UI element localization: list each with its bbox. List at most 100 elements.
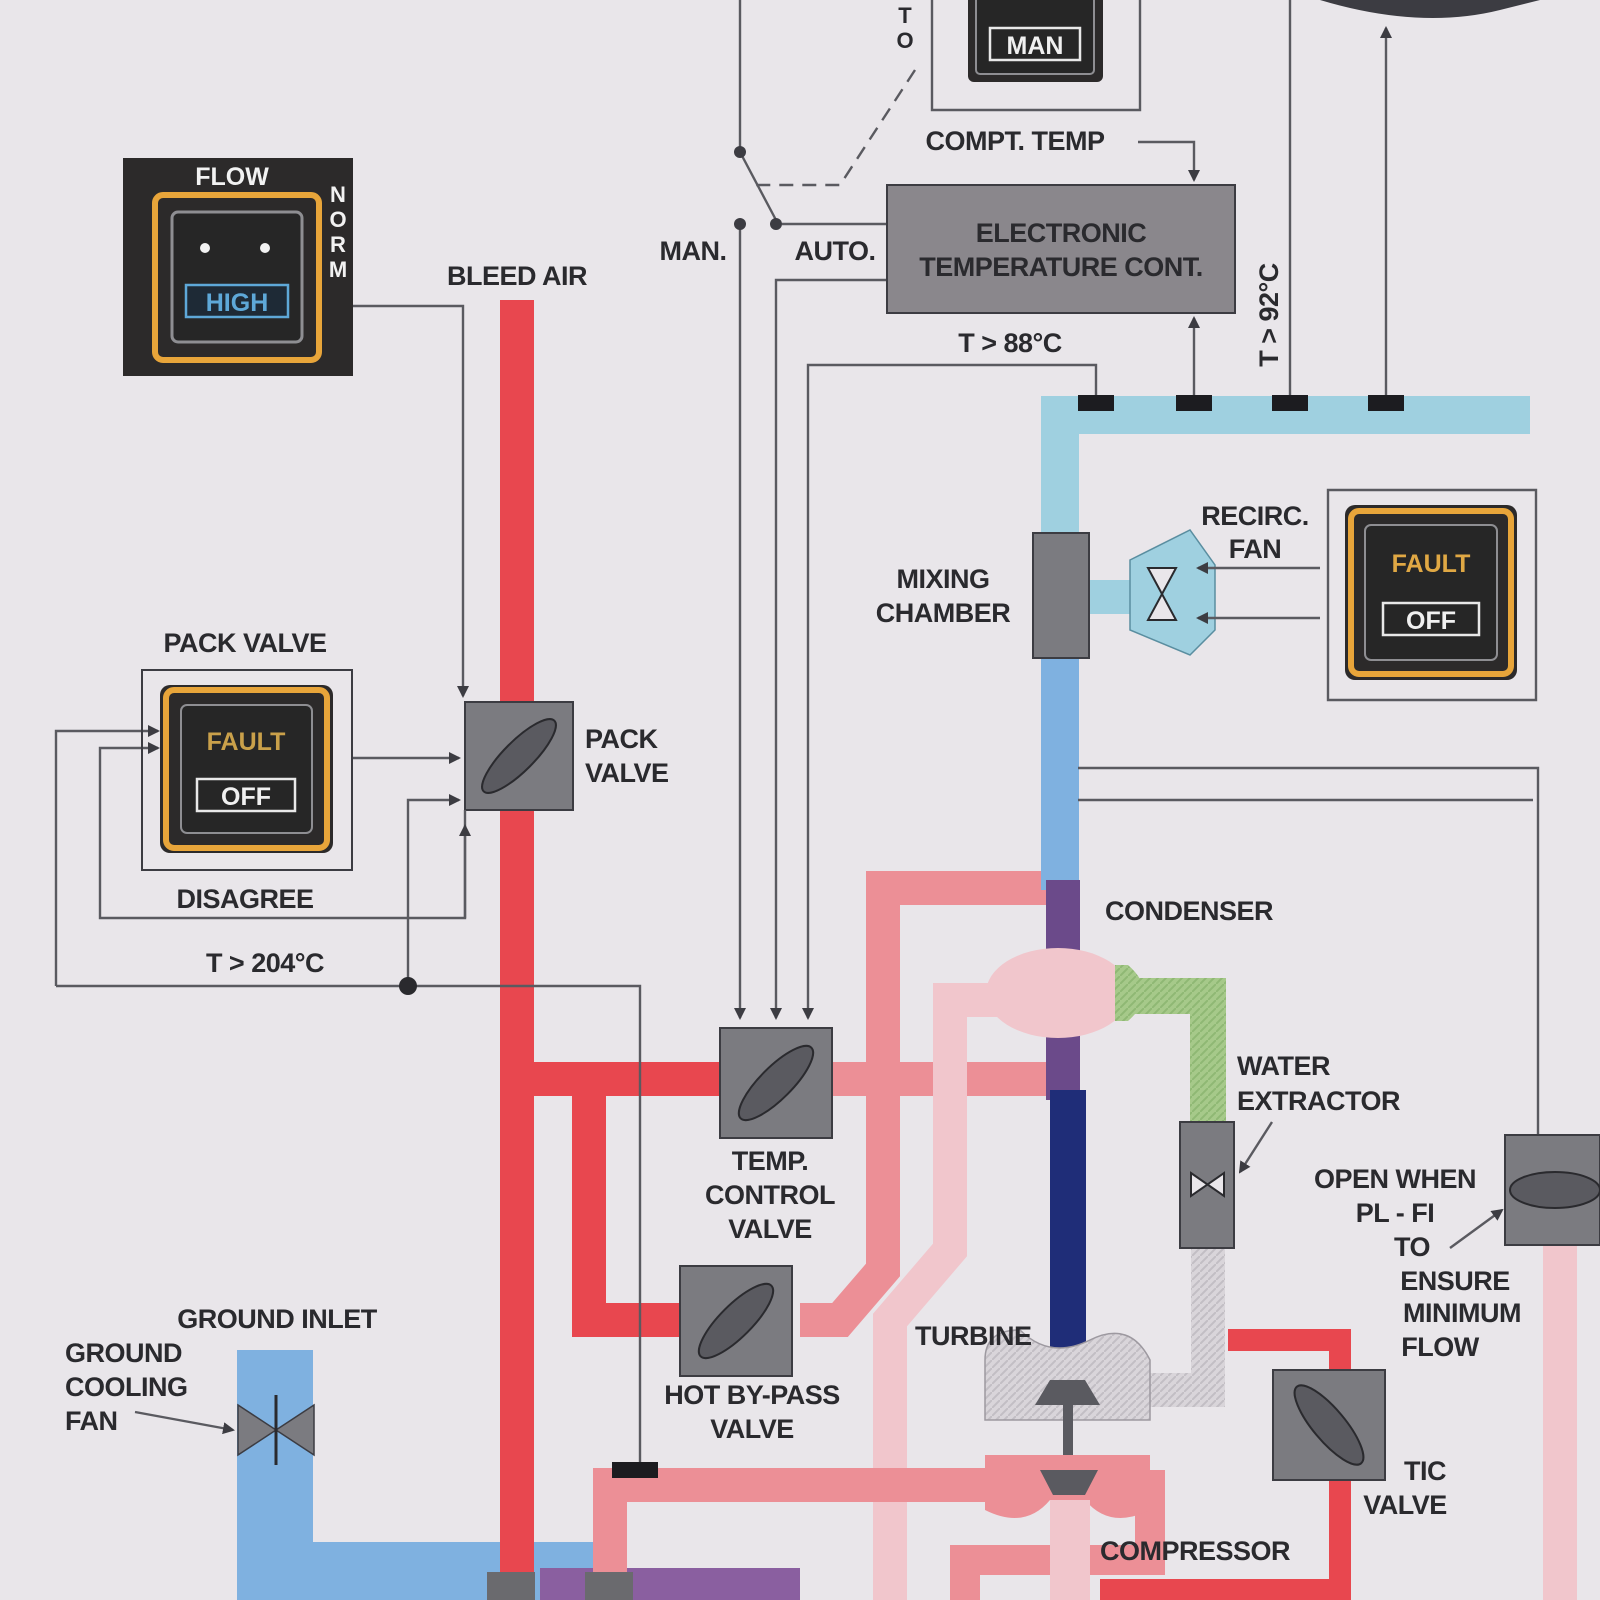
ground-inlet-label: GROUND INLET	[177, 1304, 378, 1334]
tcv-label-3: VALVE	[728, 1214, 812, 1244]
hbp-branch-duct	[572, 1079, 700, 1337]
hot-bypass-valve[interactable]	[679, 1265, 793, 1377]
electronic-temperature-controller: ELECTRONIC TEMPERATURE CONT.	[886, 184, 1236, 314]
flow-high-label: HIGH	[206, 289, 269, 317]
tic-valve-label-1: TIC	[1404, 1456, 1446, 1486]
temp-mode-man-label: MAN	[1007, 32, 1064, 60]
mixing-chamber-label-2: CHAMBER	[876, 598, 1011, 628]
turbine-label: TURBINE	[915, 1321, 1032, 1351]
turbine-return-duct	[1130, 1240, 1225, 1407]
t204-label: T > 204°C	[206, 948, 324, 978]
man-label: MAN.	[660, 236, 727, 266]
ground-cooling-fan-label-2: COOLING	[65, 1372, 188, 1402]
recirc-fault-light: FAULT	[1392, 550, 1471, 578]
sensor-t88	[1078, 395, 1114, 411]
t88-label: T > 88°C	[958, 328, 1062, 358]
open-when-label-6: FLOW	[1401, 1332, 1479, 1362]
ground-cooling-fan-label-1: GROUND	[65, 1338, 182, 1368]
open-when-label-4: ENSURE	[1400, 1266, 1510, 1296]
turbine-shaft	[1063, 1405, 1073, 1475]
auto-label: AUTO.	[794, 236, 875, 266]
etc-label-line1: ELECTRONIC	[976, 218, 1147, 248]
ground-cooling-fan-label-3: FAN	[65, 1406, 118, 1436]
pack-valve-panel: FAULT OFF	[141, 669, 353, 871]
flow-selector-panel: FLOW HIGH NORM	[123, 158, 353, 376]
bleed-air-label: BLEED AIR	[447, 261, 587, 291]
sensor-compt	[1368, 395, 1404, 411]
disagree-label: DISAGREE	[176, 884, 313, 914]
mixing-chamber-label-1: MIXING	[896, 564, 989, 594]
minimum-flow-line	[1078, 766, 1540, 1135]
pack-valve-off-button[interactable]: OFF	[195, 777, 297, 813]
tic-valve-label-2: VALVE	[1363, 1490, 1447, 1520]
ground-cooling-fan	[237, 1395, 315, 1465]
water-extractor-label-1: WATER	[1237, 1051, 1330, 1081]
turbine-inlet-duct	[1050, 1090, 1086, 1390]
pack-valve-label-1: PACK	[585, 724, 659, 754]
control-wires	[54, 0, 1538, 1462]
hbp-to-condenser-duct	[800, 871, 1050, 1337]
turbine-wheel	[1035, 1380, 1100, 1405]
cold-lower-duct	[1041, 650, 1079, 890]
flow-panel-title: FLOW	[195, 163, 269, 191]
bottom-mixed-duct	[540, 1568, 800, 1600]
open-when-label-1: OPEN WHEN	[1314, 1164, 1476, 1194]
hbp-label-1: HOT BY-PASS	[664, 1380, 840, 1410]
tic-valve[interactable]	[1272, 1369, 1386, 1481]
pack-valve-fault-light: FAULT	[207, 728, 286, 756]
tcv-label-1: TEMP.	[732, 1146, 809, 1176]
temperature-sensors	[487, 395, 1404, 1600]
tcv-branch-duct	[500, 1062, 730, 1096]
condenser-label: CONDENSER	[1105, 896, 1273, 926]
compressor-wheel	[1040, 1470, 1098, 1495]
bleed-air-duct	[500, 300, 534, 1600]
recirc-fan[interactable]	[1129, 529, 1216, 656]
temp-mode-man-button[interactable]: MAN	[988, 26, 1082, 62]
minimum-flow-valve[interactable]	[1504, 1134, 1600, 1246]
temp-control-valve[interactable]	[719, 1027, 833, 1139]
water-extractor-label-2: EXTRACTOR	[1237, 1086, 1400, 1116]
duct-top-right-fragment	[1320, 0, 1540, 18]
temp-mode-panel: MAN TO	[893, 0, 1540, 82]
condenser-pink-loop	[873, 983, 1010, 1600]
recirc-fan-label-2: FAN	[1229, 534, 1282, 564]
compressor-loop-duct	[593, 1468, 1000, 1600]
recirc-off-button[interactable]: OFF	[1381, 601, 1481, 637]
flow-high-button[interactable]: HIGH	[184, 283, 290, 319]
ducts	[237, 300, 1577, 1600]
recirc-off-label: OFF	[1406, 607, 1456, 635]
t92-label: T > 92°C	[1254, 263, 1284, 367]
turbine-housing	[984, 1329, 1151, 1421]
pack-valve[interactable]	[464, 701, 574, 811]
tcv-label-2: CONTROL	[705, 1180, 835, 1210]
recirc-fan-panel: FAULT OFF	[1345, 505, 1517, 680]
diagram-labels: BLEED AIR MAN. AUTO. COMPT. TEMP T > 88°…	[65, 126, 1521, 1566]
open-when-label-5: MINIMUM	[1403, 1298, 1521, 1328]
sensor-t204	[612, 1462, 658, 1478]
sensor-bottom-2	[585, 1572, 633, 1600]
hbp-label-2: VALVE	[710, 1414, 794, 1444]
water-extractor	[1179, 1121, 1235, 1249]
flow-norm-light-left	[200, 243, 210, 253]
pack-valve-off-label: OFF	[221, 783, 271, 811]
flow-norm-label: NORM	[326, 182, 351, 282]
mixing-chamber	[1032, 532, 1090, 659]
temp-mode-auto-fragment: TO	[893, 3, 918, 53]
condenser-green-tip	[1115, 965, 1144, 1021]
open-when-label-2: PL - FI	[1356, 1198, 1435, 1228]
sensor-etc	[1176, 395, 1212, 411]
etc-label-line2: TEMPERATURE CONT.	[919, 252, 1203, 282]
pack-valve-label-2: VALVE	[585, 758, 669, 788]
sensor-t92	[1272, 395, 1308, 411]
compressor-outlet	[1050, 1500, 1090, 1600]
recirc-fan-label-1: RECIRC.	[1201, 501, 1309, 531]
sensor-bottom-1	[487, 1572, 535, 1600]
pack-valve-panel-title: PACK VALVE	[163, 628, 326, 658]
compressor-label: COMPRESSOR	[1100, 1536, 1290, 1566]
ground-inlet-duct	[237, 1350, 600, 1600]
water-extractor-duct	[1120, 978, 1226, 1130]
condenser-shell	[986, 948, 1130, 1038]
open-when-label-3: TO	[1394, 1232, 1430, 1262]
flow-norm-light-right	[260, 243, 270, 253]
